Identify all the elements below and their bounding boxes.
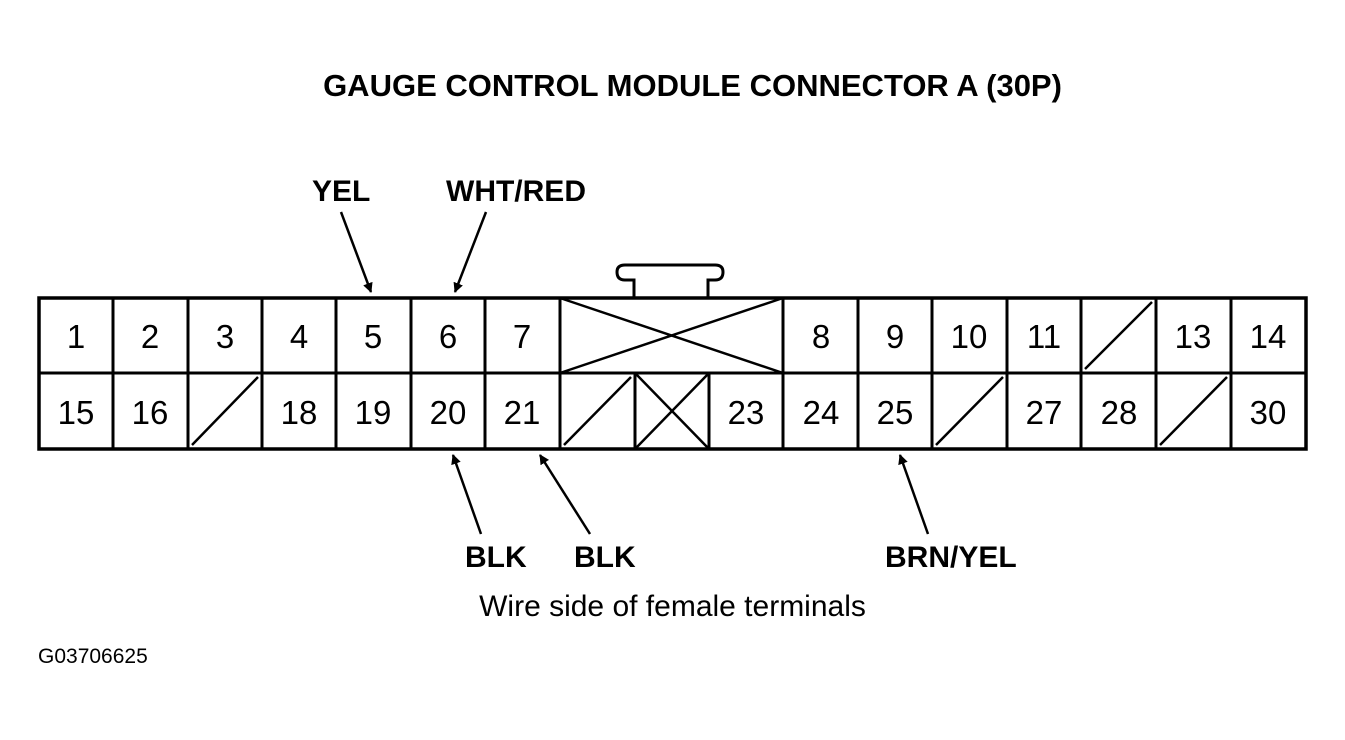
wire-label-pin20: BLK <box>465 541 527 574</box>
pin-15: 15 <box>58 394 95 431</box>
pin-18: 18 <box>281 394 318 431</box>
pin-6: 6 <box>439 318 457 355</box>
pin-28: 28 <box>1101 394 1138 431</box>
arrow-pin25 <box>898 454 930 535</box>
locking-tab <box>615 263 725 298</box>
pin-20: 20 <box>430 394 467 431</box>
empty-cavity-26 <box>935 376 1004 446</box>
wire-label-pin5: YEL <box>312 175 370 208</box>
empty-cavity-29 <box>1159 376 1228 446</box>
pin-5: 5 <box>364 318 382 355</box>
pin-16: 16 <box>132 394 169 431</box>
pin-24: 24 <box>803 394 840 431</box>
pin-13: 13 <box>1175 318 1212 355</box>
blocked-cavity-bottom-x <box>634 372 710 450</box>
pin-30: 30 <box>1250 394 1287 431</box>
pin-27: 27 <box>1026 394 1063 431</box>
arrow-pin21 <box>538 454 592 535</box>
pin-2: 2 <box>141 318 159 355</box>
blocked-cavity-top-x <box>559 296 784 375</box>
pin-21: 21 <box>504 394 541 431</box>
diagram-caption: Wire side of female terminals <box>0 590 1345 624</box>
pin-4: 4 <box>290 318 308 355</box>
wire-label-pin25: BRN/YEL <box>885 541 1017 574</box>
pin-19: 19 <box>355 394 392 431</box>
pin-1: 1 <box>67 318 85 355</box>
bottom-row-dividers <box>111 373 1233 449</box>
pin-25: 25 <box>877 394 914 431</box>
caption-text: Wire side of female terminals <box>479 590 866 623</box>
pin-9: 9 <box>886 318 904 355</box>
pin-8: 8 <box>812 318 830 355</box>
pin-23: 23 <box>728 394 765 431</box>
empty-cavity-top-12 <box>1084 301 1153 370</box>
pin-11: 11 <box>1027 318 1061 355</box>
figure-id: G03706625 <box>38 645 148 668</box>
pin-3: 3 <box>216 318 234 355</box>
empty-cavity-17 <box>191 376 259 446</box>
diagram-title: GAUGE CONTROL MODULE CONNECTOR A (30P) <box>323 68 1062 103</box>
arrow-pin6 <box>453 211 488 293</box>
pin-14: 14 <box>1250 318 1287 355</box>
pin-7: 7 <box>513 318 531 355</box>
top-row-dividers <box>111 298 1233 373</box>
wire-label-pin21: BLK <box>574 541 636 574</box>
wire-label-pin6: WHT/RED <box>446 175 586 208</box>
empty-cavity-22 <box>563 376 632 446</box>
arrow-pin5 <box>339 211 373 293</box>
arrow-pin20 <box>451 454 483 535</box>
pin-10: 10 <box>951 318 988 355</box>
